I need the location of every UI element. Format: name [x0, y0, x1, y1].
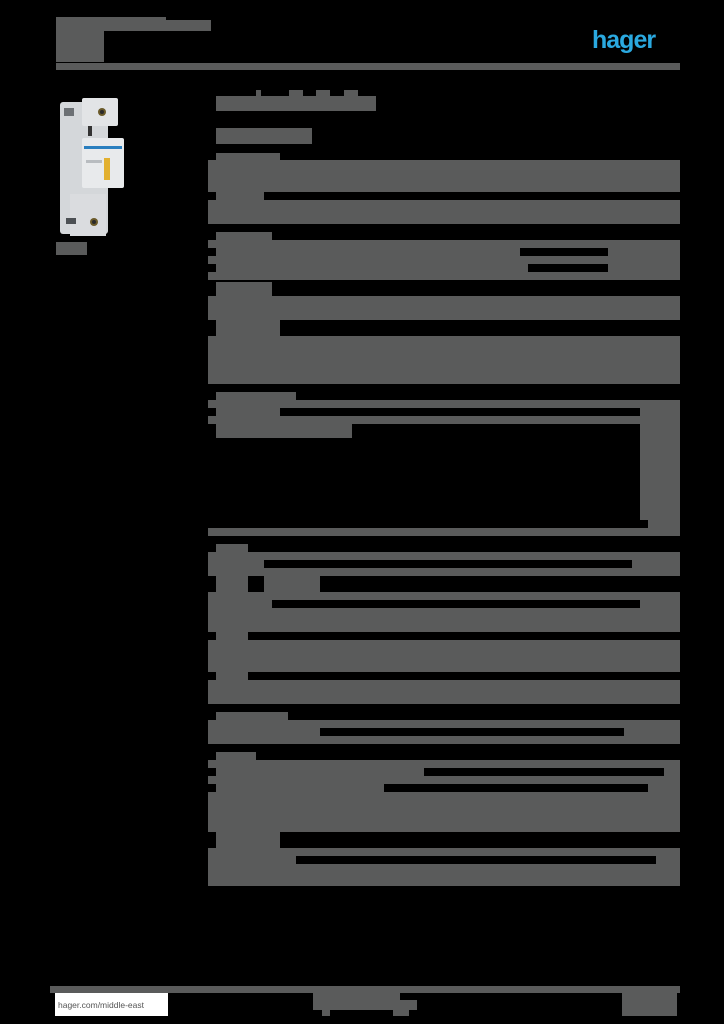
section-10-body-redacted [208, 848, 680, 886]
section-10-label-redacted [216, 832, 280, 848]
main-heading-redacted [344, 90, 358, 96]
section-2-edge [208, 264, 216, 272]
footer-center-redacted [322, 1010, 330, 1016]
section-9-gap [320, 728, 624, 736]
section-3-label-redacted [216, 320, 280, 336]
section-5-label-redacted [216, 392, 296, 402]
main-heading-redacted [256, 90, 261, 96]
section-5-col-redacted [648, 400, 680, 536]
section-5-row-redacted [208, 528, 680, 536]
section-2-edge [208, 248, 216, 256]
section-7-body-redacted [208, 592, 680, 632]
section-3-body-redacted [208, 296, 680, 320]
section-4-body-redacted [208, 336, 680, 384]
section-7-label-redacted [264, 576, 320, 592]
section-10-gap [384, 784, 648, 792]
main-heading-redacted [289, 90, 303, 96]
footer-rule [50, 986, 680, 993]
footer-page-redacted [622, 990, 677, 1016]
main-subheading-redacted [216, 128, 312, 144]
section-10-gap [296, 856, 656, 864]
product-image [60, 98, 128, 240]
section-5-row-redacted [208, 416, 680, 424]
section-1-body-redacted [208, 200, 680, 224]
footer-center-redacted [313, 990, 400, 1010]
section-10-gap [424, 768, 664, 776]
section-10-edge [208, 784, 216, 792]
footer-url-box[interactable]: hager.com/middle-east [55, 993, 168, 1016]
section-2-gap [520, 248, 608, 256]
section-7-label-redacted [216, 576, 248, 592]
main-heading-redacted [316, 90, 330, 96]
section-8-body-redacted [208, 680, 680, 704]
section-1-body-redacted [208, 160, 680, 192]
section-8-body-redacted [216, 672, 248, 680]
footer-center-redacted [400, 1000, 417, 1010]
section-2-label-redacted [216, 232, 272, 242]
section-6-label-redacted [216, 544, 248, 554]
section-7-gap [272, 600, 640, 608]
document-title-redacted [56, 20, 211, 31]
section-10-edge [208, 768, 216, 776]
main-heading-redacted [216, 96, 376, 111]
section-8-body-redacted [216, 632, 248, 640]
section-8-body-redacted [208, 640, 680, 672]
section-10-label-redacted [216, 752, 256, 762]
section-5-row-redacted [216, 408, 280, 416]
product-reference-redacted [56, 242, 87, 255]
footer-center-redacted [393, 1010, 409, 1016]
section-1-label-redacted [216, 153, 280, 163]
section-3-label-redacted [216, 282, 272, 300]
document-subtitle-redacted [56, 31, 104, 62]
hager-logo: hager [592, 26, 656, 54]
section-2-body-redacted [208, 240, 680, 280]
footer-url[interactable]: hager.com/middle-east [58, 999, 144, 1010]
section-2-gap [528, 264, 608, 272]
section-5-row-redacted [208, 400, 680, 408]
section-5-row-redacted [216, 424, 352, 438]
section-9-label-redacted [216, 712, 288, 722]
header-rule [56, 63, 680, 70]
section-6-gap [264, 560, 632, 568]
section-1-label-redacted [216, 192, 264, 202]
